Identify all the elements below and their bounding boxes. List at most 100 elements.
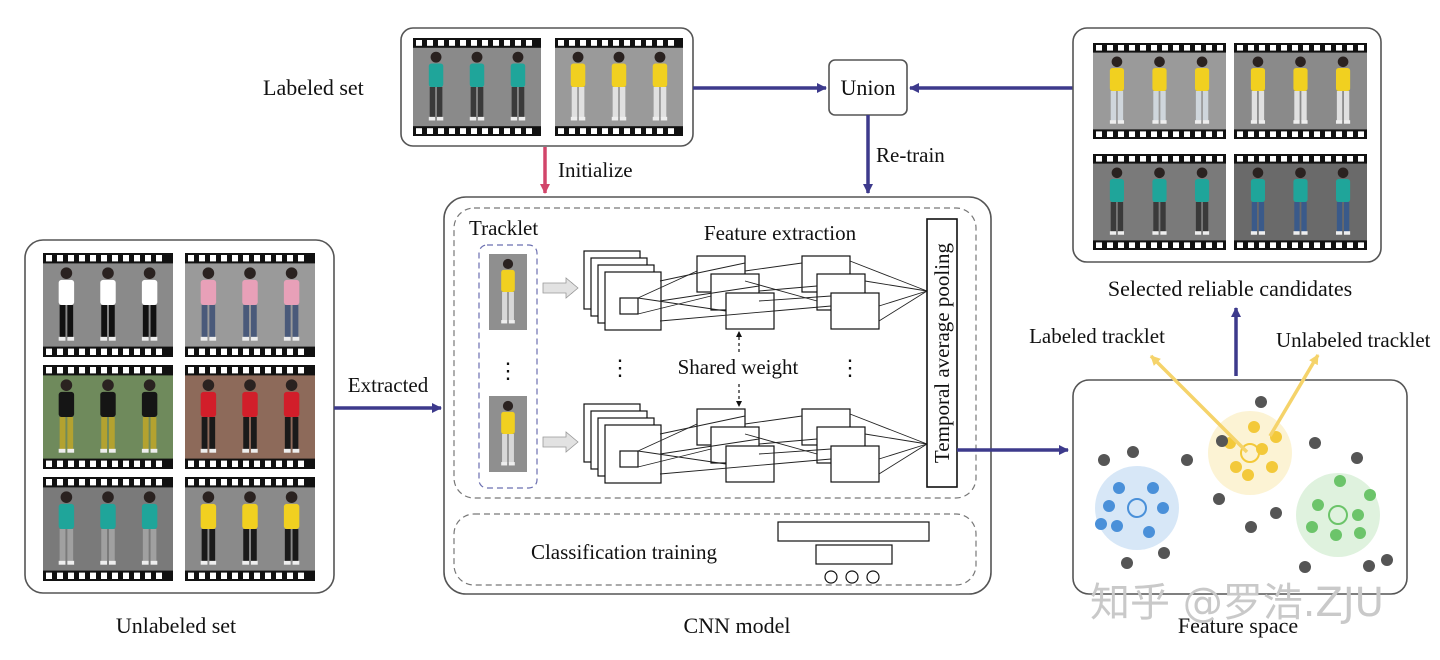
- sprocket-hole: [1347, 131, 1353, 137]
- pedestrian-icon: [58, 267, 75, 341]
- left-leg: [1195, 202, 1202, 233]
- sprocket-hole: [1096, 156, 1102, 162]
- head: [1111, 56, 1123, 68]
- layer-connection: [659, 438, 760, 455]
- sprocket-hole: [1237, 45, 1243, 51]
- extracted-label: Extracted: [348, 373, 429, 397]
- unlabeled-point: [1127, 446, 1139, 458]
- sprocket-hole: [1325, 242, 1331, 248]
- sprocket-hole: [90, 348, 96, 355]
- head: [102, 491, 114, 503]
- feature-point: [1113, 482, 1125, 494]
- right-shoe: [1343, 231, 1351, 235]
- torso: [141, 279, 158, 305]
- torso: [1109, 67, 1125, 91]
- left-leg: [470, 87, 477, 118]
- left-leg: [59, 305, 66, 338]
- sprocket-hole: [221, 479, 227, 486]
- sprocket-hole: [123, 460, 129, 467]
- sprocket-hole: [68, 348, 74, 355]
- sprocket-hole: [1107, 156, 1113, 162]
- pedestrian-icon: [1152, 56, 1167, 124]
- right-shoe: [209, 336, 217, 341]
- right-leg: [250, 529, 257, 562]
- head: [1196, 56, 1208, 68]
- head: [1295, 167, 1306, 179]
- head: [244, 491, 256, 503]
- right-shoe: [108, 448, 116, 453]
- right-leg: [1160, 91, 1166, 122]
- sprocket-hole: [1325, 156, 1331, 162]
- sprocket-hole: [101, 255, 107, 262]
- left-shoe: [1293, 120, 1300, 124]
- left-shoe: [242, 448, 250, 453]
- sprocket-hole: [199, 348, 205, 355]
- left-shoe: [652, 116, 660, 121]
- right-shoe: [108, 560, 116, 565]
- unlabeled-point: [1245, 521, 1257, 533]
- right-leg: [578, 87, 585, 118]
- left-leg: [429, 87, 436, 118]
- sprocket-hole: [46, 255, 52, 262]
- sprocket-hole: [1162, 242, 1168, 248]
- sprocket-hole: [145, 255, 151, 262]
- right-leg: [67, 305, 74, 338]
- torso: [283, 391, 300, 417]
- feature-point: [1334, 475, 1346, 487]
- shared-weight-label: Shared weight: [678, 355, 799, 379]
- sprocket-hole: [1151, 131, 1157, 137]
- left-leg: [201, 529, 208, 562]
- head: [1337, 167, 1349, 179]
- left-leg: [59, 417, 66, 450]
- left-shoe: [100, 560, 108, 565]
- sprocket-hole: [1303, 45, 1309, 51]
- pedestrian-icon: [611, 51, 627, 121]
- torso: [1152, 67, 1167, 91]
- film-strip-icon: [185, 365, 315, 469]
- unlabeled-tracklet-arrow: [1268, 354, 1320, 437]
- right-shoe: [578, 116, 586, 121]
- sprocket-hole: [145, 348, 151, 355]
- pedestrian-icon: [141, 267, 158, 341]
- sprocket-hole: [199, 572, 205, 579]
- right-shoe: [209, 448, 217, 453]
- pedestrian-icon: [1335, 56, 1351, 124]
- cluster-center: [1127, 498, 1147, 518]
- torso: [1194, 67, 1210, 91]
- sprocket-hole: [134, 479, 140, 486]
- pedestrian-icon: [242, 267, 258, 341]
- sprocket-hole: [635, 40, 641, 46]
- right-leg: [619, 87, 626, 118]
- sprocket-hole: [46, 348, 52, 355]
- sprocket-hole: [1248, 131, 1254, 137]
- sprocket-hole: [1195, 131, 1201, 137]
- labeled-set-label: Labeled set: [263, 75, 364, 100]
- sprocket-hole: [569, 40, 575, 46]
- feature-point: [1157, 502, 1169, 514]
- left-shoe: [200, 336, 208, 341]
- sprocket-hole: [1173, 131, 1179, 137]
- torso: [100, 503, 116, 529]
- left-shoe: [58, 336, 66, 341]
- cluster-center: [1328, 505, 1348, 525]
- sprocket-hole: [1107, 45, 1113, 51]
- left-leg: [571, 87, 578, 118]
- pedestrian-icon: [242, 379, 258, 453]
- sprocket-hole: [1303, 156, 1309, 162]
- left-shoe: [1152, 231, 1159, 235]
- sprocket-hole: [1347, 156, 1353, 162]
- sprocket-hole: [1217, 45, 1223, 51]
- right-leg: [292, 529, 299, 562]
- right-shoe: [518, 116, 526, 121]
- sprocket-hole: [276, 255, 282, 262]
- sprocket-hole: [287, 255, 293, 262]
- unlabeled-tracklet-label: Unlabeled tracklet: [1276, 328, 1431, 352]
- sprocket-hole: [46, 572, 52, 579]
- sprocket-hole: [482, 40, 488, 46]
- layer-connection: [637, 297, 727, 312]
- head: [60, 267, 73, 279]
- layer-connection: [758, 438, 818, 445]
- film-strip-icon: [43, 253, 173, 357]
- pedestrian-icon: [283, 267, 300, 341]
- right-shoe: [436, 116, 444, 121]
